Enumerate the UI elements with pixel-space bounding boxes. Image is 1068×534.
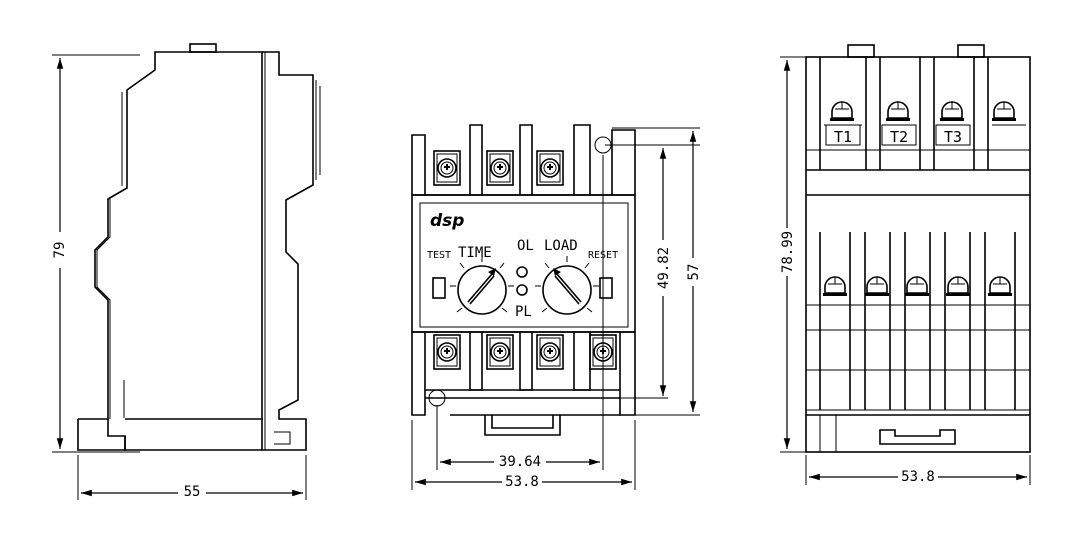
front-width-label: 53.8 <box>505 474 539 490</box>
load-dial-knob[interactable] <box>534 255 600 315</box>
rear-height-label: 78.99 <box>780 231 796 273</box>
terminal-t2-label: T2 <box>890 128 908 146</box>
front-view: dsp TEST TIME OL LOAD RESET PL 49.82 <box>411 124 706 490</box>
test-button[interactable] <box>432 277 446 299</box>
inner-width-label: 39.64 <box>499 454 541 470</box>
test-label: TEST <box>427 250 451 261</box>
terminal-t1-label: T1 <box>834 128 852 146</box>
rear-view: T1 T2 T3 78.99 53.8 <box>776 44 1031 485</box>
outer-height-label: 57 <box>686 264 702 281</box>
pl-indicator-led <box>516 284 528 296</box>
ol-indicator-led <box>516 266 528 278</box>
time-dial-knob[interactable] <box>449 255 515 315</box>
load-label: LOAD <box>544 238 578 254</box>
ol-label: OL <box>517 238 534 254</box>
side-view: 79 55 <box>48 43 321 500</box>
inner-height-label: 49.82 <box>656 247 672 289</box>
time-label: TIME <box>458 245 492 261</box>
pl-label: PL <box>515 304 532 320</box>
terminal-t3-label: T3 <box>944 128 962 146</box>
rear-width-label: 53.8 <box>901 469 935 485</box>
side-height-label: 79 <box>52 242 68 259</box>
side-width-label: 55 <box>184 484 201 500</box>
brand-logo-text: dsp <box>430 211 464 231</box>
reset-button[interactable] <box>599 277 613 299</box>
